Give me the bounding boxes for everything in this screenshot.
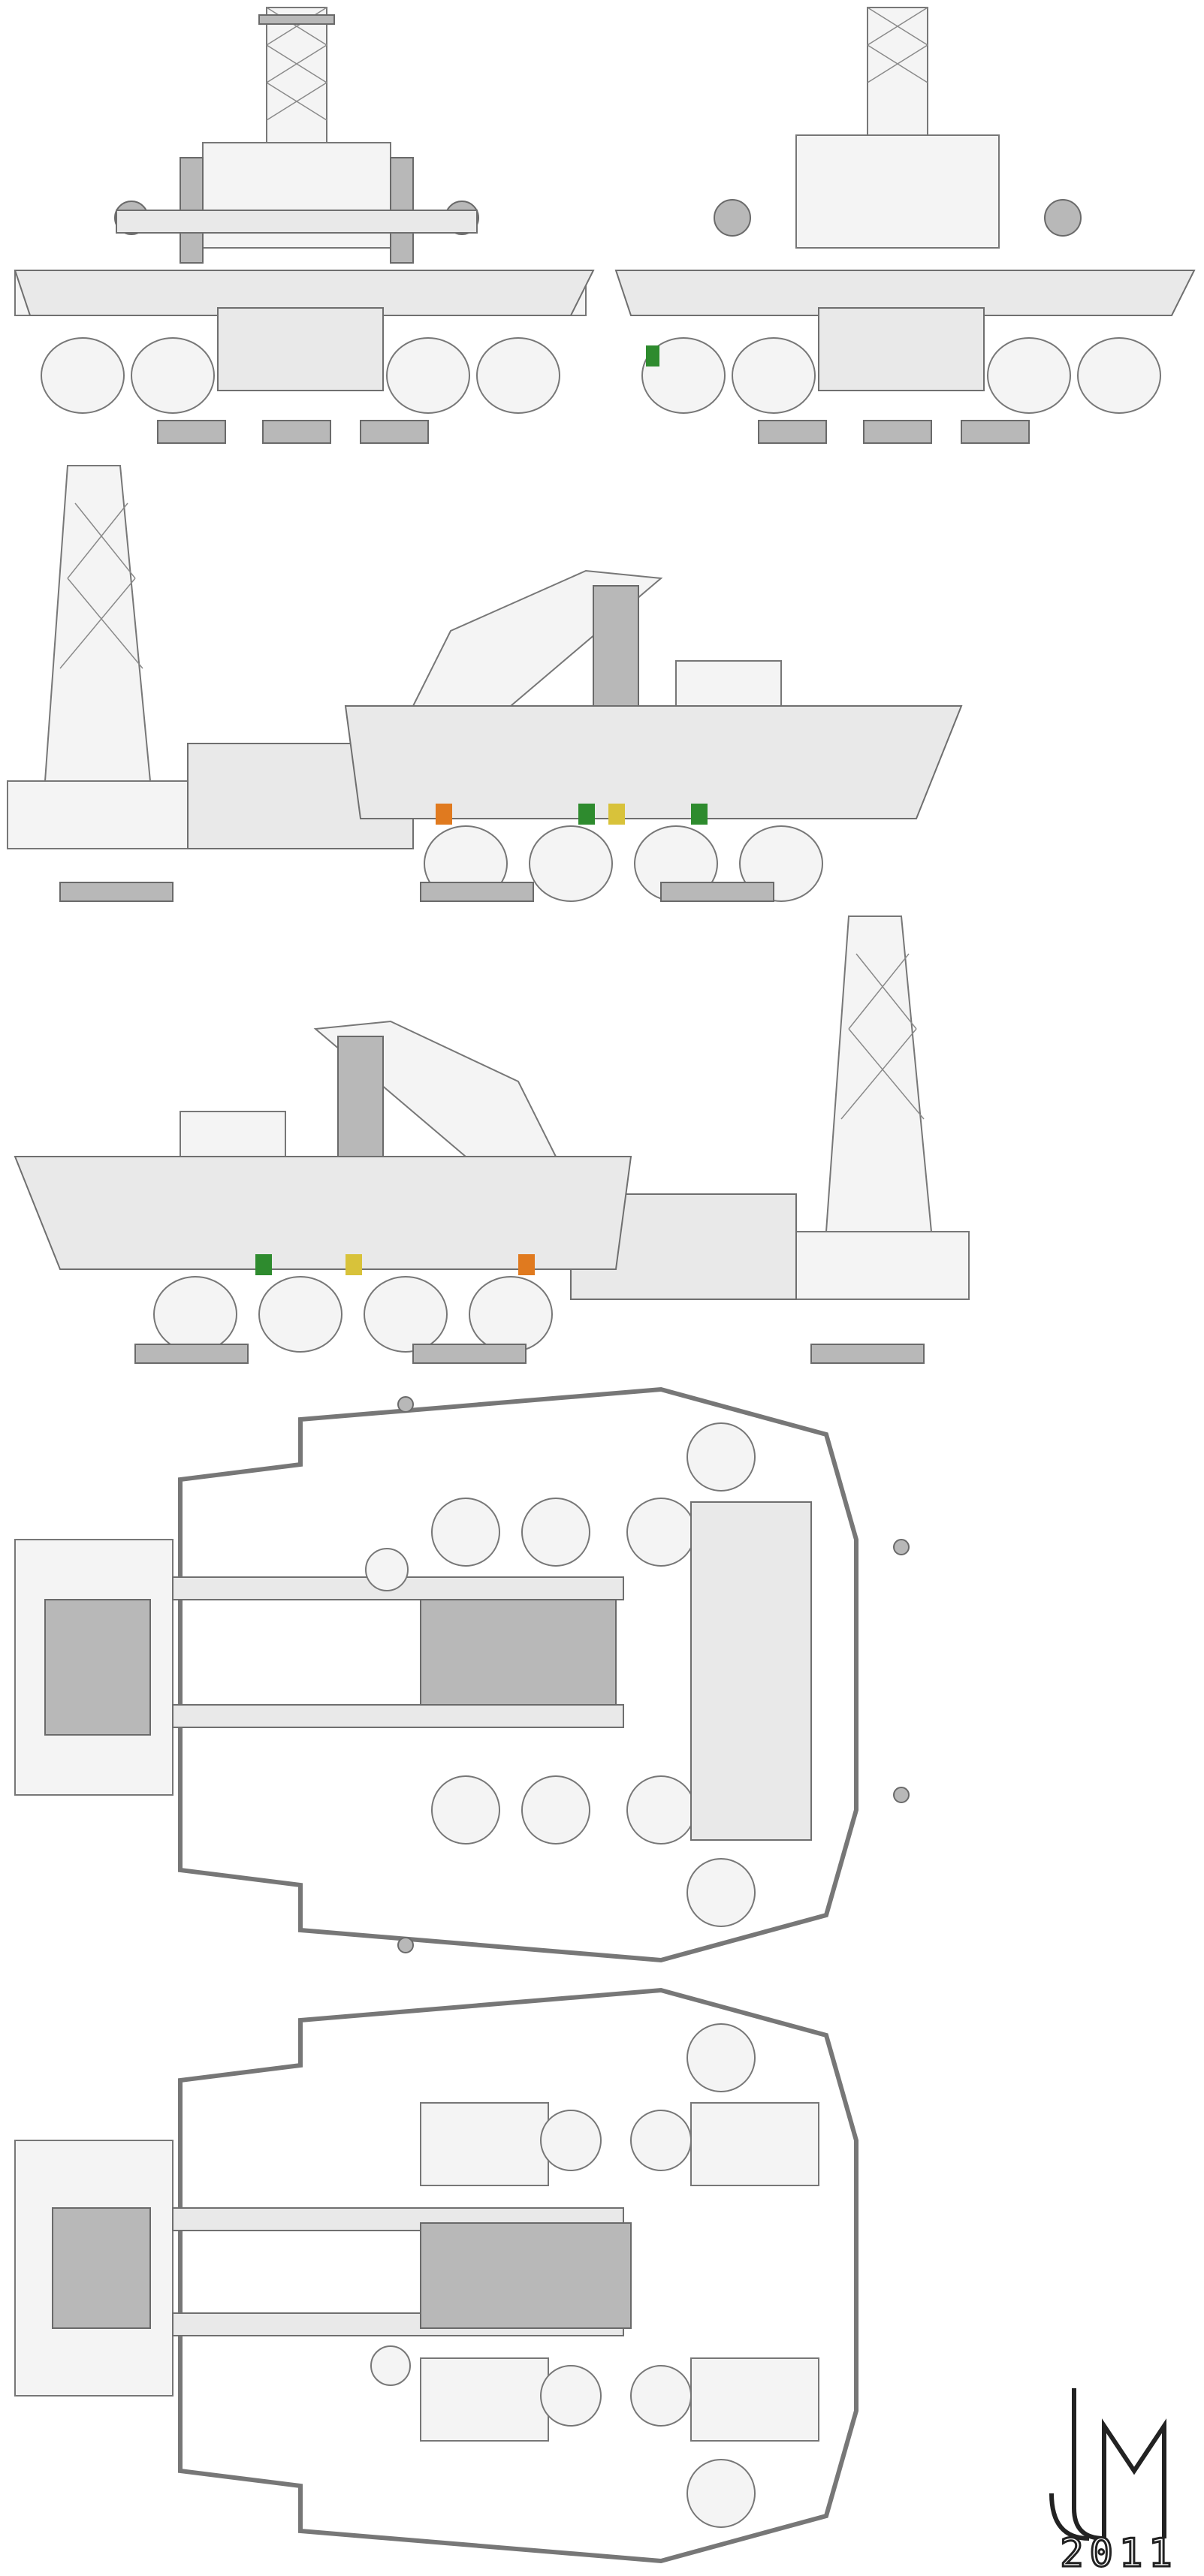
side-left-orange-panel: [436, 804, 452, 825]
side-view-left: [0, 458, 976, 909]
top-tanks: [431, 1422, 756, 1927]
side-left-command-module: [7, 780, 189, 849]
signature-year: 2011: [1059, 2530, 1178, 2576]
front-center-hull: [217, 307, 384, 391]
artist-signature-logo: [1049, 2388, 1166, 2541]
top-view: [0, 1374, 976, 1975]
front-tower: [258, 7, 335, 158]
side-left-green-panel: [578, 804, 595, 825]
top-outer-frame: [178, 1386, 858, 1963]
side-right-engine: [180, 1111, 286, 1157]
top-lower-rail: [172, 1704, 624, 1728]
bottom-center-bay: [420, 2222, 632, 2329]
side-left-main-deck: [344, 705, 963, 819]
front-view: [0, 0, 601, 458]
rear-left-thruster: [714, 199, 751, 237]
side-left-yellow-panel: [608, 804, 625, 825]
side-view-right: [0, 909, 976, 1374]
side-left-tower: [44, 465, 152, 782]
side-right-main-deck: [14, 1156, 632, 1270]
side-right-tower: [825, 915, 933, 1232]
top-center-bay: [420, 1599, 617, 1706]
rear-view: [601, 0, 1202, 458]
side-left-engine: [675, 660, 782, 707]
top-cross-frame: [690, 1501, 812, 1841]
front-landing-pads: [157, 420, 429, 444]
rear-right-thruster: [1044, 199, 1082, 237]
front-tanks: [41, 337, 560, 414]
side-right-command-module: [795, 1231, 970, 1300]
bottom-view: [0, 1975, 976, 2574]
rear-green-panel: [646, 345, 659, 366]
